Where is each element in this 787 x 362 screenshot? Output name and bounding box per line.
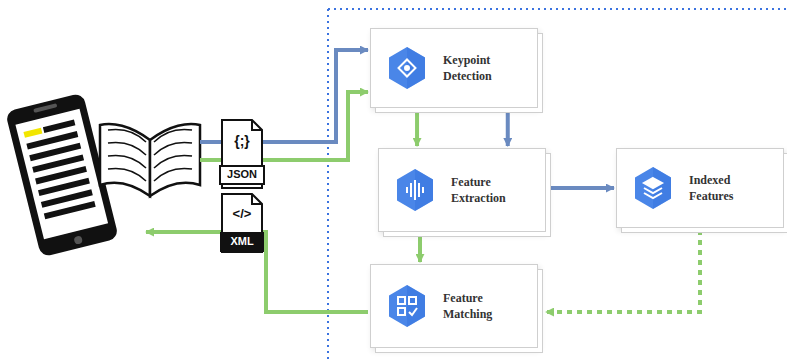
file-type-label: JSON <box>222 168 262 180</box>
flow-arrow <box>418 233 422 262</box>
file-type-label: XML <box>222 235 262 247</box>
data-flow-arrow <box>146 232 368 312</box>
process-box: Feature Matching <box>370 264 538 348</box>
book <box>100 124 200 196</box>
file-symbol: {;} <box>222 133 262 149</box>
process-box: Feature Extraction <box>378 148 546 232</box>
hexagon-icon <box>393 168 437 212</box>
file-symbol: </> <box>222 206 262 221</box>
flow-arrow <box>547 186 614 190</box>
flow-arrow <box>506 109 510 146</box>
box-label: Feature Matching <box>443 290 523 322</box>
json-file-icon <box>220 120 264 188</box>
hexagon-icon <box>631 166 675 210</box>
boundary-line <box>328 8 787 10</box>
node-text-group: Indexed Features <box>689 172 769 204</box>
box-label: Indexed Features <box>689 172 769 204</box>
hexagon-icon <box>385 284 429 328</box>
node-text-group: Feature Matching <box>443 290 523 322</box>
flow-arrow <box>415 109 419 146</box>
flow-arrow <box>546 230 700 312</box>
process-box: Indexed Features <box>616 148 784 228</box>
boundary-line <box>327 9 329 362</box>
node-text-group: Keypoint Detection <box>443 52 523 84</box>
box-label: Feature Extraction <box>451 174 531 206</box>
box-label: Keypoint Detection <box>443 52 523 84</box>
node-text-group: Feature Extraction <box>451 174 531 206</box>
hexagon-icon <box>385 46 429 90</box>
process-box: Keypoint Detection <box>370 28 538 108</box>
xml-file-icon <box>220 194 264 252</box>
